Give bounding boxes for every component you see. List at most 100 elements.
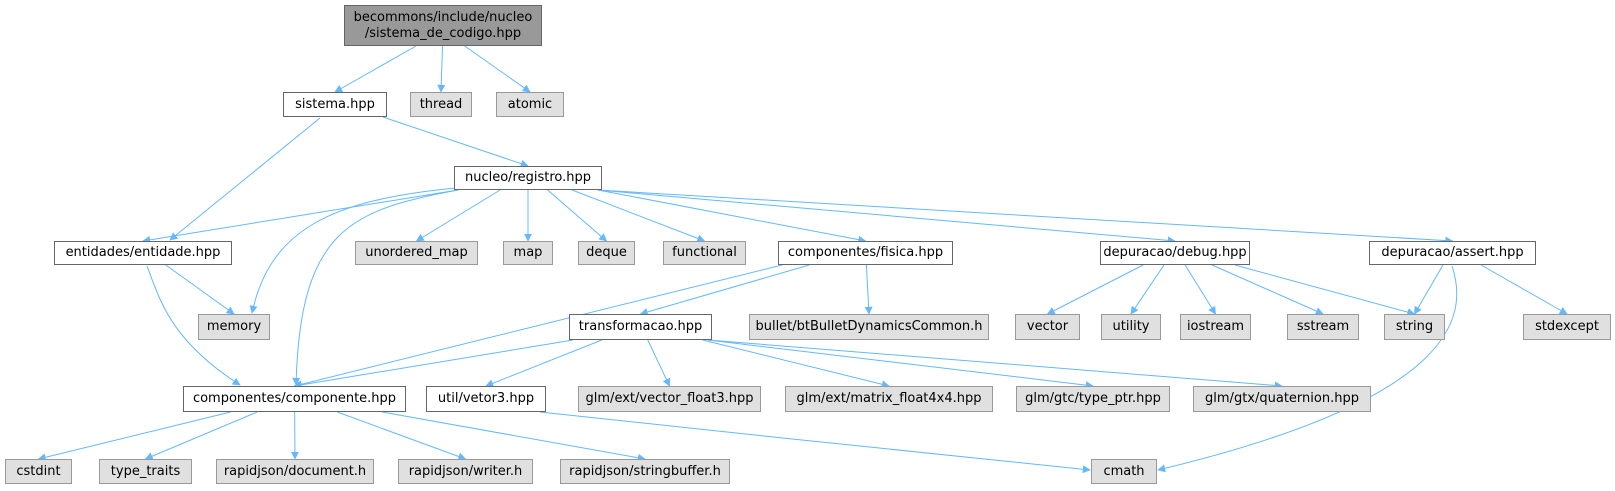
node-string: string [1384, 314, 1445, 340]
node-label: rapidjson/document.h [223, 463, 367, 479]
edge-componente-to-type_traits [144, 411, 258, 460]
node-vector: vector [1015, 314, 1080, 340]
edge-componente-to-cstdint [37, 411, 231, 462]
node-label: glm/ext/vector_float3.hpp [585, 391, 754, 406]
edge-transformacao-to-quaternion [707, 339, 1283, 390]
node-label: vector [1026, 319, 1069, 334]
edge-debug-to-string [1234, 264, 1416, 316]
edge-registro-to-entidade [142, 189, 459, 244]
node-atomic: atomic [496, 92, 564, 117]
edge-fisica-to-transformacao [639, 264, 810, 316]
node-thread: thread [410, 92, 472, 117]
node-label: string [1395, 319, 1434, 334]
edge-assert-to-string [1414, 264, 1444, 315]
node-type_ptr: glm/gtc/type_ptr.hpp [1016, 386, 1170, 412]
node-label: map [513, 245, 543, 260]
edge-root-to-atomic [464, 45, 531, 93]
node-transformacao[interactable]: transformacao.hpp [569, 314, 712, 340]
edge-debug-to-vector [1046, 264, 1144, 315]
node-sstream: sstream [1287, 314, 1359, 340]
edge-fisica-to-bullet [864, 264, 873, 315]
node-stdexcept: stdexcept [1523, 314, 1611, 340]
node-label: sistema.hpp [295, 96, 375, 112]
node-entidade[interactable]: entidades/entidade.hpp [54, 241, 232, 265]
edge-componente-to-stringbuffer [382, 411, 646, 462]
node-componente[interactable]: componentes/componente.hpp [183, 386, 406, 412]
node-label: stdexcept [1535, 319, 1599, 334]
node-label: rapidjson/stringbuffer.h [569, 463, 721, 479]
node-utility: utility [1101, 314, 1161, 340]
node-label: glm/gtc/type_ptr.hpp [1025, 391, 1161, 406]
edge-vetor3-to-cmath [539, 411, 1091, 474]
edge-transformacao-to-componente [293, 339, 574, 389]
edge-root-to-sistema [334, 45, 417, 93]
node-label: rapidjson/writer.h [408, 463, 523, 479]
node-debug[interactable]: depuracao/debug.hpp [1100, 241, 1250, 265]
edge-assert-to-cmath [1157, 265, 1458, 473]
edge-registro-to-memory [249, 187, 457, 314]
node-label: glm/ext/matrix_float4x4.hpp [796, 391, 982, 406]
node-matrix_float4x4: glm/ext/matrix_float4x4.hpp [785, 386, 993, 412]
node-assert[interactable]: depuracao/assert.hpp [1369, 241, 1536, 265]
node-cmath: cmath [1091, 459, 1157, 484]
node-document: rapidjson/document.h [216, 459, 374, 484]
node-label: sstream [1296, 319, 1350, 334]
node-root[interactable]: becommons/include/nucleo/sistema_de_codi… [344, 5, 542, 46]
node-label: depuracao/assert.hpp [1381, 245, 1524, 260]
node-type_traits: type_traits [99, 459, 192, 484]
node-label: /sistema_de_codigo.hpp [364, 25, 522, 41]
edge-sistema-to-registro [382, 116, 529, 168]
edge-transformacao-to-matrix_float4x4 [702, 339, 890, 389]
edge-registro-to-deque [547, 189, 608, 242]
edge-debug-to-iostream [1184, 264, 1216, 315]
node-label: bullet/btBulletDynamicsCommon.h [755, 319, 983, 334]
node-label: type_traits [110, 463, 181, 479]
edge-fisica-to-componente [293, 264, 783, 389]
node-quaternion: glm/gtx/quaternion.hpp [1193, 386, 1371, 412]
node-memory: memory [198, 314, 270, 340]
edge-registro-to-debug [597, 189, 1176, 245]
edge-registro-to-assert [597, 189, 1454, 245]
node-stringbuffer: rapidjson/stringbuffer.h [560, 459, 730, 484]
node-label: depuracao/debug.hpp [1103, 245, 1247, 260]
node-writer: rapidjson/writer.h [398, 459, 533, 484]
node-label: memory [206, 319, 262, 334]
edge-assert-to-stdexcept [1480, 264, 1568, 315]
node-deque: deque [578, 241, 635, 265]
node-label: thread [419, 96, 463, 112]
edge-transformacao-to-vetor3 [485, 339, 603, 388]
edge-entidade-to-memory [165, 264, 235, 315]
node-label: unordered_map [365, 245, 468, 260]
edge-registro-to-componente [292, 189, 459, 386]
node-label: glm/gtx/quaternion.hpp [1205, 391, 1359, 406]
node-label: atomic [507, 96, 553, 112]
edge-registro-to-fisica [597, 189, 867, 244]
edge-componente-to-writer [337, 411, 467, 461]
edge-transformacao-to-type_ptr [707, 339, 1094, 390]
node-label: deque [586, 245, 627, 260]
edge-sistema-to-entidade [169, 117, 321, 241]
node-label: transformacao.hpp [578, 319, 703, 334]
edge-registro-to-functional [571, 189, 706, 243]
node-vector_float3: glm/ext/vector_float3.hpp [578, 386, 761, 412]
node-iostream: iostream [1180, 314, 1251, 340]
edge-debug-to-utility [1130, 264, 1165, 315]
node-label: cmath [1103, 463, 1145, 479]
node-label: entidades/entidade.hpp [65, 245, 221, 260]
node-vetor3[interactable]: util/vetor3.hpp [426, 386, 546, 412]
node-label: cstdint [16, 463, 61, 479]
edge-transformacao-to-vector_float3 [647, 339, 671, 387]
edge-registro-to-unordered_map [415, 189, 501, 242]
edge-debug-to-sstream [1211, 264, 1324, 315]
node-unordered_map: unordered_map [355, 241, 478, 265]
node-sistema[interactable]: sistema.hpp [283, 92, 387, 117]
node-fisica[interactable]: componentes/fisica.hpp [778, 241, 953, 265]
node-registro[interactable]: nucleo/registro.hpp [454, 166, 602, 190]
node-bullet: bullet/btBulletDynamicsCommon.h [749, 314, 989, 340]
node-label: iostream [1186, 319, 1245, 334]
node-label: componentes/componente.hpp [192, 391, 397, 406]
node-cstdint: cstdint [5, 459, 72, 484]
node-functional: functional [663, 241, 746, 265]
